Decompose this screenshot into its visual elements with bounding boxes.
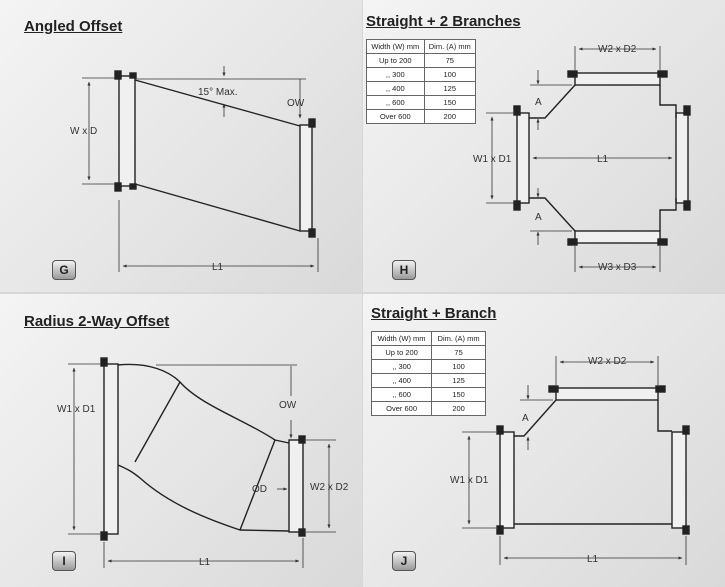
label-od: OD: [252, 484, 267, 495]
dimensions-straight-branch: [462, 356, 687, 565]
drawing-angled-offset: [114, 70, 316, 238]
tag-g: G: [52, 260, 76, 280]
dimensions-radius-2-way-offset: [68, 363, 336, 568]
label-a-bottom: A: [535, 212, 542, 223]
tag-j: J: [392, 551, 416, 571]
label-w2d2: W2 x D2: [598, 44, 637, 55]
dimensions-straight-2-branches: [486, 46, 673, 272]
title-radius-2-way-offset: Radius 2-Way Offset: [24, 313, 170, 330]
label-l1: L1: [212, 262, 224, 273]
label-l1: L1: [587, 554, 599, 565]
label-w2d2: W2 x D2: [310, 482, 349, 493]
label-wd: W x D: [70, 126, 97, 137]
label-angle: 15° Max.: [198, 87, 238, 98]
tag-i: I: [52, 551, 76, 571]
label-w1d1: W1 x D1: [473, 154, 512, 165]
drawing-straight-2-branches: [513, 70, 691, 246]
label-a-top: A: [535, 97, 542, 108]
label-ow: OW: [287, 98, 305, 109]
drawing-straight-branch: [496, 385, 690, 535]
label-l1: L1: [199, 557, 211, 568]
tag-h: H: [392, 260, 416, 280]
label-w1d1: W1 x D1: [57, 404, 96, 415]
label-w3d3: W3 x D3: [598, 262, 637, 273]
label-w2d2: W2 x D2: [588, 356, 627, 367]
title-angled-offset: Angled Offset: [24, 18, 123, 35]
label-ow: OW: [279, 400, 297, 411]
label-w1d1: W1 x D1: [450, 475, 489, 486]
label-a: A: [522, 413, 529, 424]
label-l1: L1: [597, 154, 609, 165]
title-straight-branch: Straight + Branch: [371, 305, 497, 322]
drawing-radius-2-way-offset: [100, 357, 306, 541]
dimensions-angled-offset: [82, 66, 319, 272]
title-straight-2-branches: Straight + 2 Branches: [366, 13, 521, 30]
